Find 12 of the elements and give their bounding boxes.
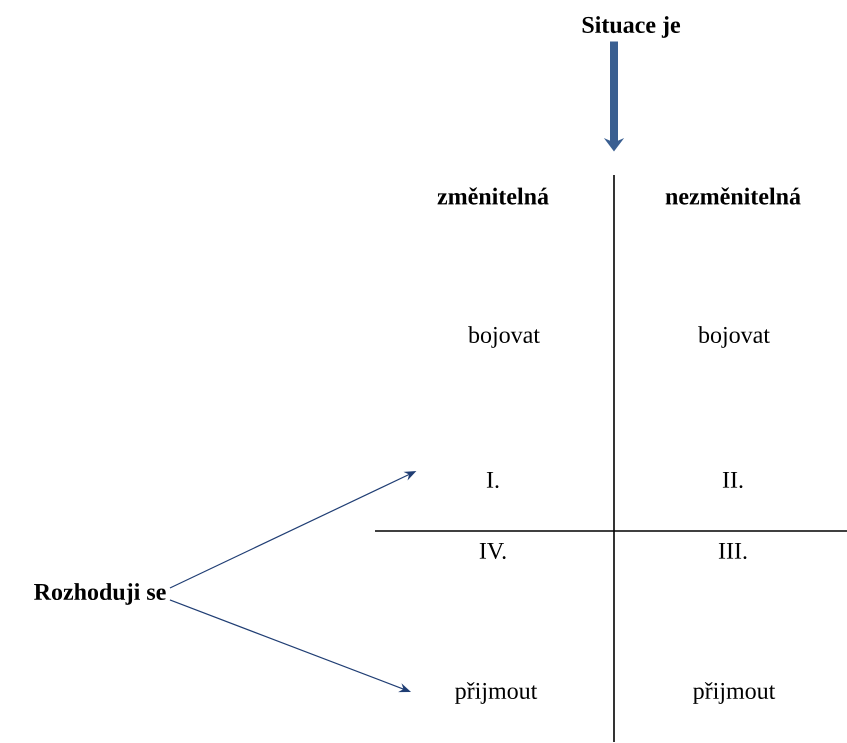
heading: Situace je <box>582 16 680 38</box>
quadrant-label: IV. <box>480 542 506 560</box>
quadrant-text: přijmout <box>455 682 538 704</box>
quadrant-label: I. <box>486 472 498 488</box>
quadrant-text: bojovat <box>698 326 770 348</box>
quadrant-label: II. <box>722 472 742 488</box>
quadrant-label: III. <box>718 542 746 560</box>
quadrant-text: bojovat <box>468 326 540 348</box>
column-heading: změnitelná <box>437 187 549 205</box>
side-heading: Rozhoduji se <box>34 583 166 605</box>
quadrant-text: přijmout <box>693 682 776 704</box>
column-heading: nezměnitelná <box>666 187 801 205</box>
